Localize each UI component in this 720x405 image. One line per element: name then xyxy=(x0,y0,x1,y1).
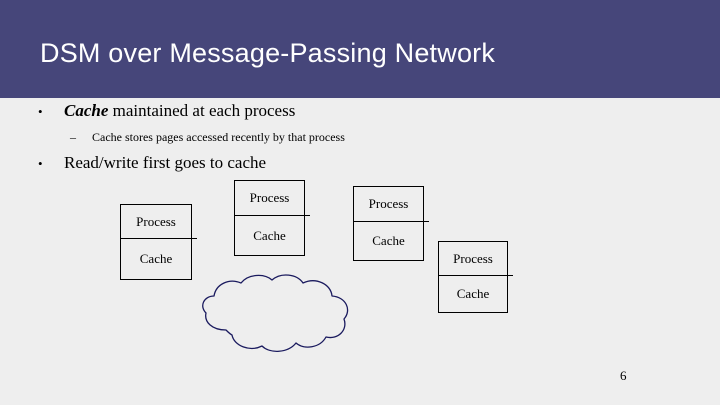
network-cloud-icon xyxy=(202,274,349,352)
node-process-label: Process xyxy=(439,242,513,276)
node-process-label: Process xyxy=(235,181,310,216)
process-cache-node: Process Cache xyxy=(438,241,513,313)
bullet-item-2: • Read/write first goes to cache xyxy=(38,153,266,173)
cloud-outline xyxy=(202,274,349,352)
process-cache-node: Process Cache xyxy=(353,186,429,261)
node-cache-label: Cache xyxy=(139,251,173,266)
process-cache-node: Process Cache xyxy=(234,180,310,256)
bullet-text-2: Read/write first goes to cache xyxy=(64,153,267,172)
bullet-text-1: Cache maintained at each process xyxy=(64,101,295,121)
bullet-text-1-rest: maintained at each process xyxy=(108,101,296,120)
node-process-label: Process xyxy=(354,187,429,222)
process-cache-node: Process Cache xyxy=(120,204,197,280)
title-band xyxy=(0,0,720,98)
sub-bullet-dash-icon: – xyxy=(70,130,76,144)
sub-bullet-item-1a: – Cache stores pages accessed recently b… xyxy=(70,130,345,145)
bullet-marker-icon: • xyxy=(38,156,43,171)
node-process-label: Process xyxy=(121,205,197,239)
page-number: 6 xyxy=(620,368,627,383)
bullet-marker-icon: • xyxy=(38,104,43,119)
keyword-cache: Cache xyxy=(64,101,109,120)
node-cache-label: Cache xyxy=(456,286,490,301)
sub-bullet-text-1a: Cache stores pages accessed recently by … xyxy=(92,130,345,144)
bullet-item-1: • Cache maintained at each process xyxy=(38,101,295,121)
page-title: DSM over Message-Passing Network xyxy=(40,38,496,68)
node-cache-label: Cache xyxy=(253,227,286,243)
node-cache-label: Cache xyxy=(372,233,405,248)
